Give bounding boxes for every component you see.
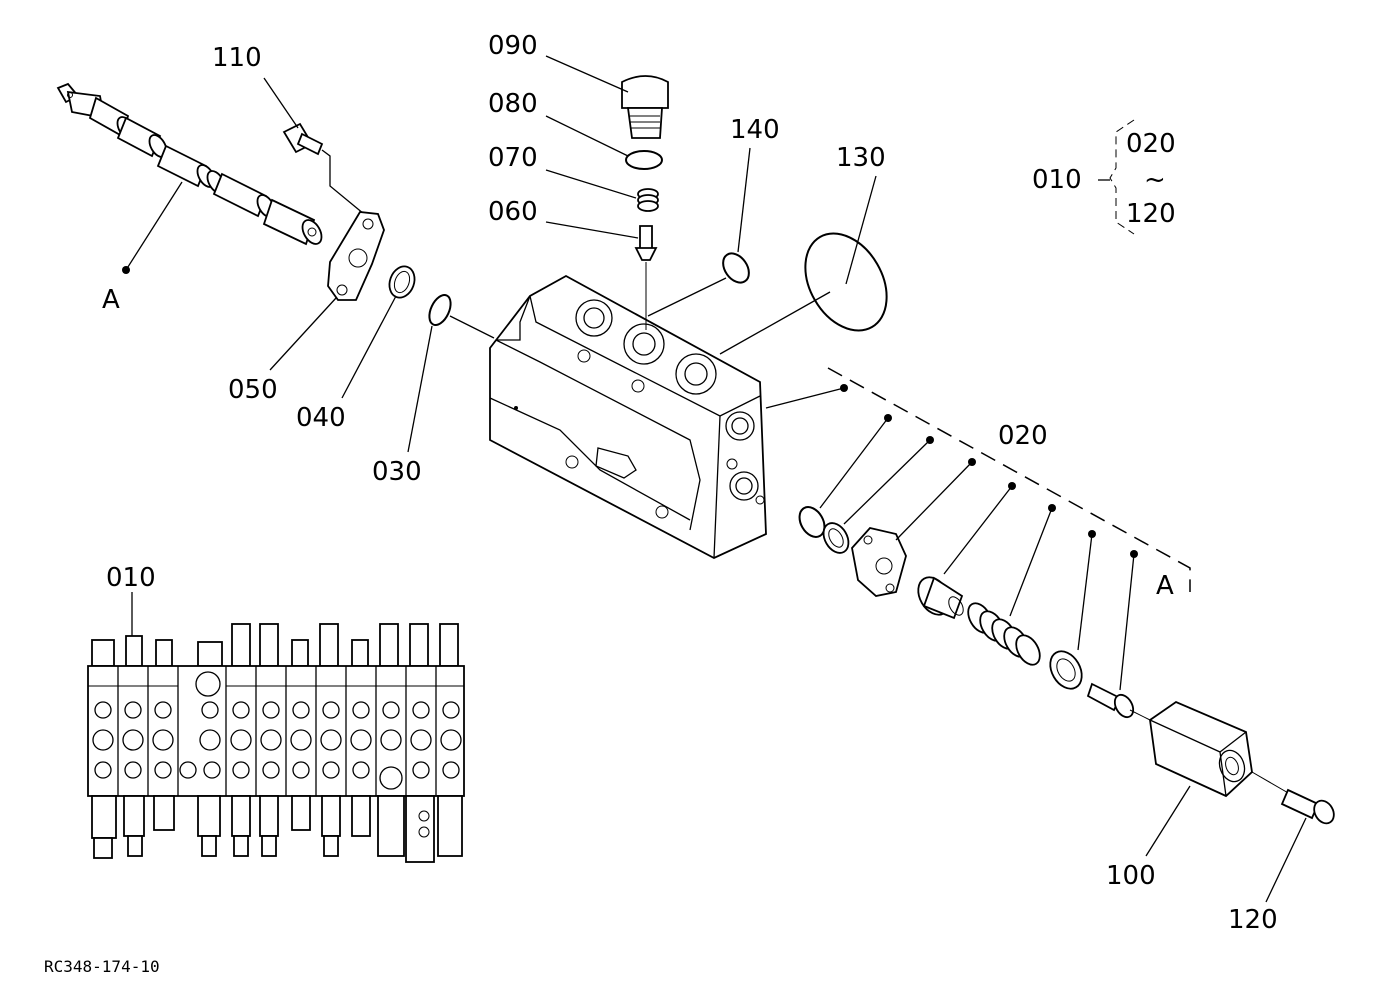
part-040-ring — [388, 265, 416, 299]
part-spring-seat — [1049, 650, 1083, 690]
part-100-cap — [1149, 700, 1253, 798]
part-110-screw — [282, 122, 324, 156]
label-050: 050 — [228, 375, 278, 405]
leader-070 — [545, 169, 637, 199]
label-070: 070 — [488, 143, 538, 173]
leader-130b — [719, 291, 831, 355]
inset-valve-bank: 010 — [87, 563, 465, 863]
part-070-spring — [637, 188, 659, 212]
leader-110 — [263, 77, 299, 129]
label-090: 090 — [488, 31, 538, 61]
leader-080 — [545, 115, 629, 157]
assembly-label: 010 — [1032, 165, 1082, 195]
group-bracket — [827, 367, 1191, 592]
leader-g3 — [895, 461, 973, 541]
leader-a-left — [125, 181, 183, 271]
part-seat-flange — [851, 527, 907, 597]
leader-090 — [545, 55, 629, 93]
label-100: 100 — [1106, 861, 1156, 891]
leader-120 — [1265, 817, 1307, 903]
axis-line-right2 — [1251, 771, 1291, 795]
leader-g2 — [843, 439, 931, 525]
part-050-flange — [327, 211, 385, 301]
part-090-plug — [621, 75, 669, 139]
range-end-label: 120 — [1126, 199, 1176, 229]
part-piston — [917, 576, 964, 620]
part-140-oring — [722, 252, 750, 284]
part-030-oring — [428, 294, 452, 326]
part-oring-small — [798, 506, 826, 538]
inset-label-010: 010 — [106, 563, 156, 593]
leader-050 — [269, 297, 337, 371]
axis-line-right — [1129, 709, 1151, 721]
label-140: 140 — [730, 115, 780, 145]
label-040: 040 — [296, 403, 346, 433]
leader-140b — [647, 277, 727, 317]
label-060: 060 — [488, 197, 538, 227]
leader-040 — [341, 295, 397, 399]
ref-a-left: A — [102, 285, 120, 315]
leader-g4 — [943, 485, 1013, 575]
leader-g7 — [1119, 553, 1135, 691]
part-060-poppet — [634, 225, 658, 261]
label-020: 020 — [998, 421, 1048, 451]
label-080: 080 — [488, 89, 538, 119]
leader-140 — [737, 147, 751, 253]
spool-assembly — [56, 82, 323, 246]
axis-line-left — [449, 315, 495, 339]
ref-a-right: A — [1156, 571, 1174, 601]
range-start-label: 020 — [1126, 129, 1176, 159]
part-080-oring — [625, 150, 663, 170]
range-separator: ~ — [1144, 165, 1166, 195]
part-120-screw — [1280, 788, 1335, 825]
leader-100 — [1145, 785, 1191, 857]
label-130: 130 — [836, 143, 886, 173]
leader-body-group — [765, 387, 845, 409]
leader-g5 — [1009, 507, 1053, 617]
drawing-code: RC348-174-10 — [44, 957, 160, 976]
part-spring-large — [967, 602, 1041, 666]
label-110: 110 — [212, 43, 262, 73]
leader-g1 — [819, 417, 889, 509]
leader-dot — [122, 266, 130, 274]
label-120: 120 — [1228, 905, 1278, 935]
leader-130 — [845, 175, 877, 285]
assembly-note: 010 020 ~ 120 — [1032, 119, 1176, 235]
leader-060 — [545, 221, 639, 239]
leader-110b — [321, 149, 365, 215]
leader-030 — [407, 325, 433, 453]
valve-body — [489, 274, 767, 560]
label-030: 030 — [372, 457, 422, 487]
part-adjust-screw — [1086, 682, 1135, 719]
leader-g6 — [1077, 533, 1093, 651]
